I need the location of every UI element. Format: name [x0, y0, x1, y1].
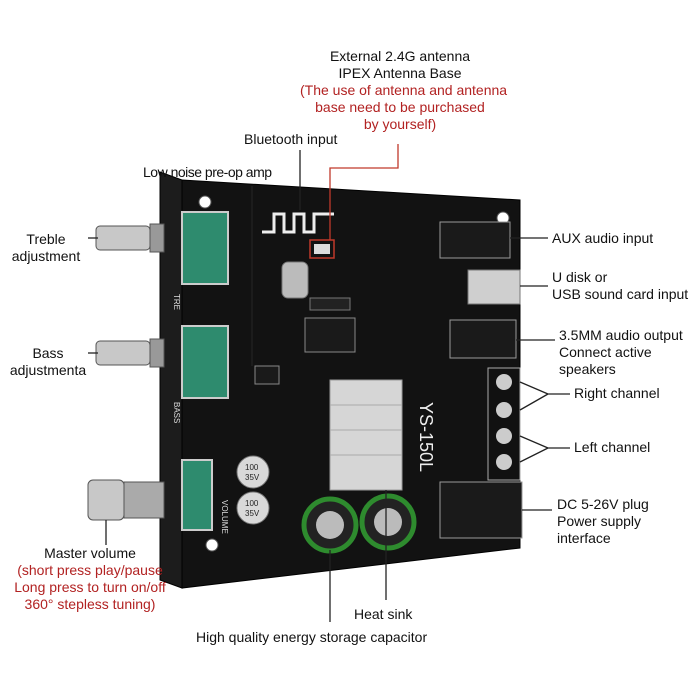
- volume-pot: [181, 459, 213, 531]
- bass-pot: [181, 325, 229, 399]
- master-volume-label: Master volume (short press play/pause Lo…: [14, 545, 166, 612]
- bluetooth-antenna-trace: [262, 212, 334, 234]
- treble-knob: [95, 225, 151, 251]
- bass-knob: [95, 340, 151, 366]
- svg-text:BASS: BASS: [172, 402, 181, 423]
- leader-antenna: [329, 144, 399, 240]
- svg-text:TRE: TRE: [172, 294, 181, 310]
- bass-label: Bass adjustmenta: [9, 345, 87, 378]
- treble-pot: [181, 211, 229, 285]
- audio-output-jack: [449, 319, 517, 359]
- ipex-antenna-base: [314, 244, 330, 254]
- usb-port: [467, 269, 521, 305]
- main-chip: [304, 317, 356, 353]
- svg-text:VOLUME: VOLUME: [220, 500, 229, 534]
- svg-text:35V: 35V: [245, 509, 260, 518]
- mount-hole: [198, 195, 212, 209]
- small-capacitor: [236, 455, 270, 489]
- preamp-chip: [254, 365, 280, 385]
- capacitor-label: High quality energy storage capacitor: [196, 629, 428, 645]
- leader-left: [519, 435, 570, 463]
- board-model: YS-150L: [416, 402, 436, 472]
- svg-text:100: 100: [245, 499, 259, 508]
- aux-jack: [439, 221, 511, 259]
- bluetooth-label: Bluetooth input: [244, 131, 338, 147]
- heat-sink-label: Heat sink: [354, 606, 413, 622]
- right-channel-label: Right channel: [574, 385, 660, 401]
- treble-label: Treble adjustment: [11, 231, 81, 264]
- crystal: [281, 261, 309, 299]
- left-channel-label: Left channel: [574, 439, 651, 455]
- dc-jack: [439, 481, 523, 539]
- preamp-label: Low noise pre-op amp: [143, 164, 272, 180]
- heat-sink: [329, 379, 403, 491]
- aux-label: AUX audio input: [552, 230, 654, 246]
- svg-text:35V: 35V: [245, 473, 260, 482]
- svg-text:100: 100: [245, 463, 259, 472]
- master-volume-knob: [87, 479, 125, 521]
- dc-plug-label: DC 5-26V plug Power supply interface: [557, 496, 649, 546]
- udisk-label: U disk or USB sound card input: [552, 269, 689, 302]
- antenna-label: External 2.4G antenna IPEX Antenna Base …: [300, 48, 508, 132]
- mount-hole: [205, 538, 219, 552]
- leader-right: [519, 381, 570, 411]
- audio-output-label: 3.5MM audio output Connect active speake…: [559, 327, 683, 377]
- bluetooth-chip: [309, 297, 351, 311]
- small-capacitor: [236, 491, 270, 525]
